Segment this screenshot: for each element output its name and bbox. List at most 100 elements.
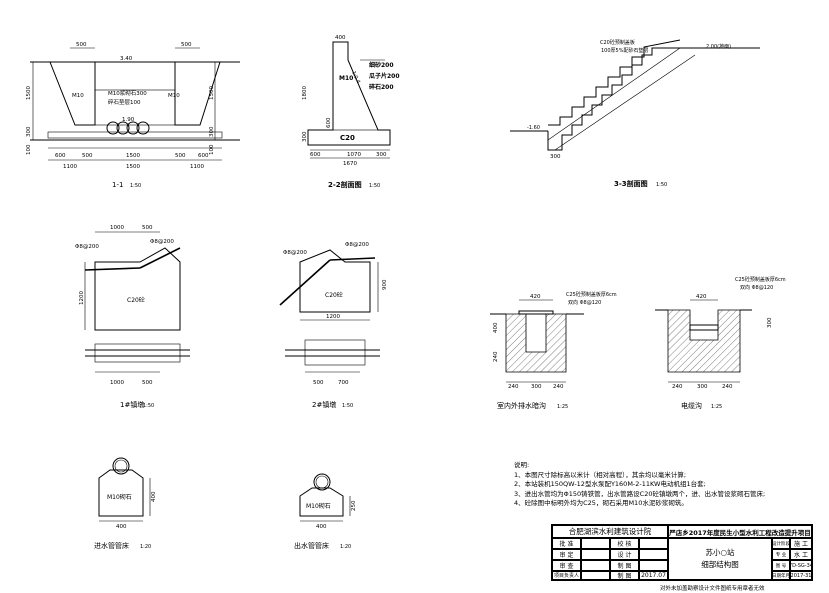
s11-dim-bottom-5: 600 [198, 153, 209, 159]
b2-rebar-2: Φ8@200 [345, 242, 369, 248]
cable-dim-top: 420 [696, 294, 707, 300]
s22-scale: 1:50 [369, 183, 380, 189]
s11-dim-right-2: 300 [209, 126, 215, 137]
tb-r4-c4: 2017.07 [639, 571, 668, 580]
ditch-title: 室内外排水暗沟 [497, 401, 546, 410]
title-block: 合肥湖滨水利建筑设计院 严店乡2017年度民生小型水利工程改造提升项目 批 准 … [551, 524, 813, 581]
s11-dim-right-1: 1500 [209, 86, 215, 100]
s33-title: 3-3剖面图 [614, 179, 648, 188]
s11-dim-left-2: 300 [26, 126, 32, 137]
tb-value-1: 施 工 [790, 538, 812, 549]
s22-dim-top: 400 [335, 35, 346, 41]
s11-dim-right-3: 100 [209, 144, 215, 155]
tb-r3-c1: 审 查 [552, 560, 581, 571]
general-notes: 说明: 1、本图尺寸除标高以米计（相对高程），其余均以毫米计算; 2、本站装机1… [514, 461, 814, 509]
cable-label-2: 双向 Φ8@120 [740, 284, 773, 291]
ditch-dim-bottom-3: 240 [553, 384, 564, 390]
block-2: Φ8@200 Φ8@200 C20砼 900 1200 500 700 2#镇墩… [279, 242, 388, 409]
s22-layer-1: 细砂200 [369, 61, 394, 69]
b1-rebar-2: Φ8@200 [150, 239, 174, 245]
s11-dim-bottom-4: 500 [175, 153, 186, 159]
b2-concrete: C20砼 [325, 291, 343, 299]
tb-r2-c2 [581, 549, 610, 560]
s22-material: M10 [339, 75, 353, 82]
inlet-material: M10砌石 [107, 493, 132, 501]
b2-dim-bottom2-1: 500 [313, 380, 324, 386]
ditch-scale: 1:25 [557, 404, 568, 410]
b2-scale: 1:50 [342, 403, 353, 409]
tb-r1-c2 [581, 538, 610, 549]
tb-project: 严店乡2017年度民生小型水利工程改造提升项目 [668, 525, 812, 538]
section-3-3: C20砼预制盖板 100厚5%配砂石垫层 2.00(地面) -1.60 300 … [510, 39, 760, 188]
s11-title: 1-1 [112, 181, 123, 189]
s11-dim-bottom2-1: 1100 [63, 164, 77, 170]
tb-r2-c4 [639, 549, 668, 560]
s33-scale: 1:50 [656, 182, 667, 188]
section-1-1: 500 500 3.40 M10 M10 M10浆砌石300 碎石垫层100 1… [26, 42, 240, 189]
outlet-title: 出水管管床 [294, 541, 329, 550]
s22-layer-2: 瓜子片200 [369, 72, 400, 80]
tb-r3-c2 [581, 560, 610, 571]
note-item-4: 4、砼除图中标明外均为C25，砌石采用M10水泥砂浆砌筑。 [514, 499, 688, 508]
s22-dim-bottom-1: 600 [310, 152, 321, 158]
cable-dim-bottom-2: 300 [697, 384, 708, 390]
note-item-1: 1、本图尺寸除标高以米计（相对高程），其余均以毫米计算; [514, 470, 687, 479]
s11-material-left: M10 [72, 93, 84, 99]
s22-slope: 1:0.4 [350, 70, 361, 84]
tb-r4-c1: 项目负责人 [552, 571, 581, 580]
s11-material-mid1: M10浆砌石300 [108, 89, 147, 97]
ditch-dim-bottom-2: 300 [531, 384, 542, 390]
block-1: 1000 500 Φ8@200 Φ8@200 C20砼 1200 1000 50… [75, 225, 190, 409]
tb-r3-c4 [639, 560, 668, 571]
tb-value-3: YD-SG-34 [790, 560, 812, 571]
s11-level-mid: 1.90 [122, 117, 135, 123]
b1-dim-top-2: 500 [142, 225, 153, 231]
cable-dim-bottom-1: 240 [672, 384, 683, 390]
s22-dim-left-3: 300 [302, 131, 308, 142]
s22-dim-bottom-2: 1070 [347, 152, 361, 158]
s11-level-top: 3.40 [120, 56, 133, 62]
tb-r1-c4 [639, 538, 668, 549]
inlet-dim-right: 400 [151, 491, 157, 502]
inlet-scale: 1:20 [140, 544, 151, 550]
s11-material-right: M10 [168, 93, 180, 99]
b2-rebar-1: Φ8@200 [283, 250, 307, 256]
tb-r3-c3: 制 图 [610, 560, 639, 571]
tb-label-1: 设计阶段 [772, 538, 790, 549]
s11-dim-bottom2-2: 1500 [126, 164, 140, 170]
drain-pipe-circles [106, 121, 150, 135]
s22-dim-bottom-3: 300 [376, 152, 387, 158]
outlet-dim-right: 250 [351, 500, 357, 511]
ditch-label-1: C25砼预制盖板厚6cm [566, 291, 617, 298]
drain-ditch: 420 C25砼预制盖板厚6cm 双向 Φ8@120 400 240 240 3… [490, 291, 617, 410]
b1-scale: 1:50 [143, 403, 154, 409]
notes-heading: 说明: [514, 461, 530, 469]
s22-dim-left-2: 600 [326, 117, 332, 128]
b1-dim-top-1: 1000 [110, 225, 124, 231]
s33-label-2: 100厚5%配砂石垫层 [601, 47, 648, 54]
b1-dim-bottom-1: 1000 [110, 380, 124, 386]
tb-r4-c3: 制 图 [610, 571, 639, 580]
s11-dim-bottom-3: 1500 [126, 153, 140, 159]
inlet-title: 进水管管床 [94, 541, 129, 550]
s22-title: 2-2剖面图 [328, 180, 362, 189]
b2-title: 2#镇墩 [312, 400, 336, 409]
b2-dim-bottom: 1200 [326, 314, 340, 320]
footer-note: 对外未加盖勘察设计文件图纸专用章者无效 [660, 586, 765, 592]
tb-drawing-name-2: 细部结构图 [701, 560, 739, 569]
note-item-3: 3、进出水管均为Φ150铸铁管，出水管路设C20砼镇墩两个，进、出水管设浆砌石管… [514, 489, 766, 498]
s22-dim-total: 1670 [343, 161, 357, 167]
s11-dim-left-1: 1500 [26, 86, 32, 100]
tb-r1-c3: 校 核 [610, 538, 639, 549]
s33-level-bottom: -1.60 [527, 125, 540, 131]
tb-value-4: 2017-31 [790, 571, 812, 580]
tb-company: 合肥湖滨水利建筑设计院 [552, 525, 668, 538]
b1-dim-left: 1200 [79, 291, 85, 305]
s11-dim-top-2: 500 [181, 42, 192, 48]
tb-drawing-name: 苏小○站 细部结构图 [668, 538, 772, 580]
outlet-scale: 1:20 [340, 544, 351, 550]
s11-material-mid2: 碎石垫层100 [108, 98, 141, 106]
s22-layer-3: 碎石200 [369, 83, 394, 91]
b1-rebar-1: Φ8@200 [75, 244, 99, 250]
